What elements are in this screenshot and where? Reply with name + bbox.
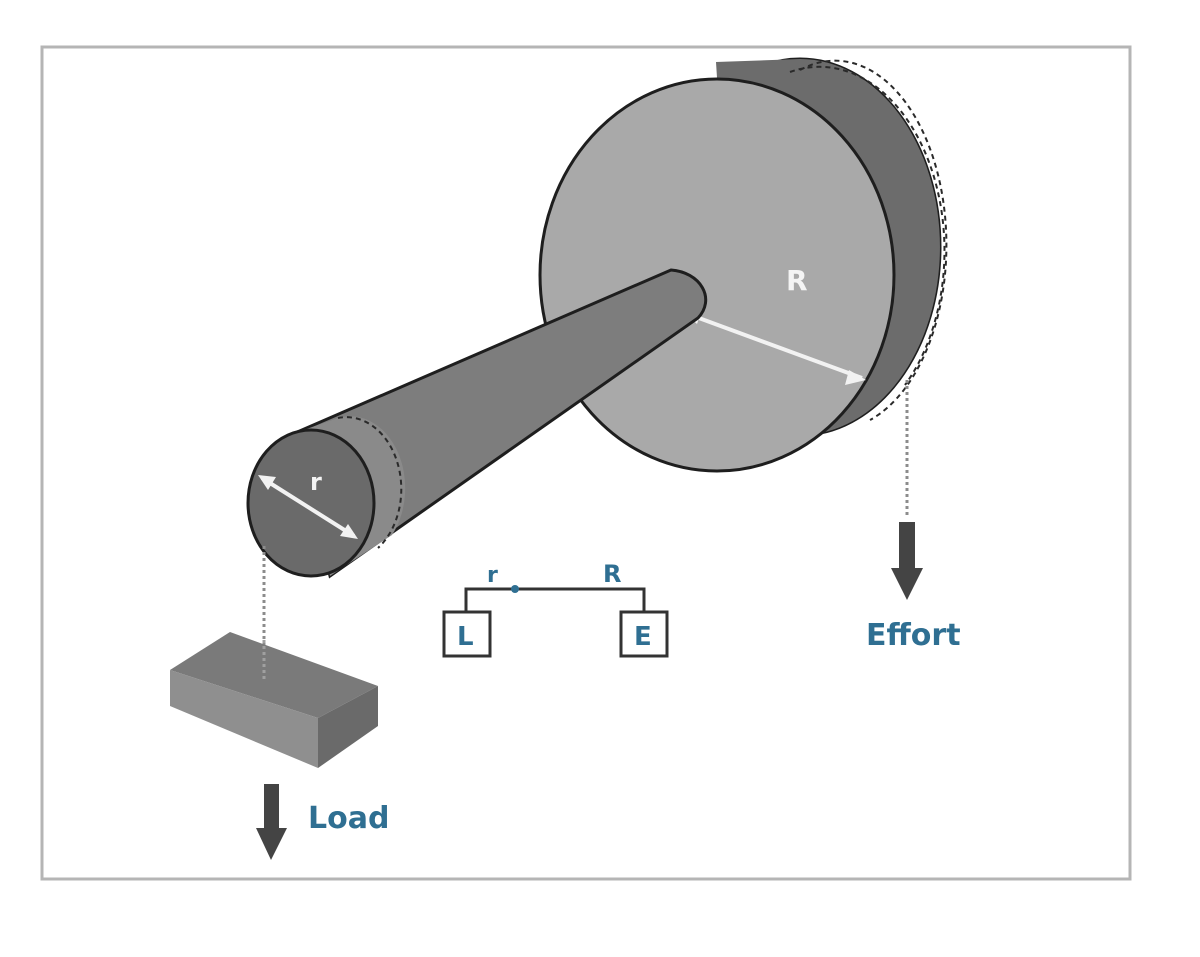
axle-radius-arrowhead-bottom bbox=[340, 524, 358, 539]
lever-load-box bbox=[442, 610, 492, 658]
axle-radius-arrowhead-top bbox=[258, 475, 276, 490]
load-block-front bbox=[170, 670, 318, 768]
axle-end bbox=[246, 428, 376, 578]
load-label: Load bbox=[308, 801, 389, 836]
wheel-radius-label: R bbox=[786, 264, 808, 297]
effort-arrow-shaft bbox=[899, 522, 915, 570]
wheel-radius-arrow bbox=[687, 312, 863, 380]
lever-load-box-label: L bbox=[457, 622, 474, 652]
axle-collar-line bbox=[337, 416, 403, 549]
wheel-rim-groove-1 bbox=[799, 59, 948, 421]
wheel-radius-arrowhead-outer bbox=[845, 370, 866, 385]
wheel: R bbox=[538, 57, 948, 473]
load-group: Load bbox=[170, 546, 389, 860]
effort-label: Effort bbox=[866, 618, 961, 653]
lever-effort-box bbox=[619, 610, 669, 658]
load-block-side bbox=[318, 686, 378, 768]
lever-long-arm-label: R bbox=[603, 560, 621, 588]
load-arrow-head bbox=[256, 828, 287, 860]
effort-arrow-head bbox=[891, 568, 923, 600]
axle-radius-label: r bbox=[310, 468, 322, 496]
axle-radius-arrow bbox=[260, 476, 356, 538]
lever-schematic: r R L E bbox=[442, 560, 669, 658]
lever-short-arm-label: r bbox=[487, 563, 498, 588]
load-block-top bbox=[170, 632, 378, 718]
lever-fulcrum bbox=[511, 585, 519, 593]
wheel-face bbox=[538, 77, 896, 473]
load-arrow-shaft bbox=[264, 784, 279, 830]
lever-beam bbox=[464, 587, 646, 612]
lever-effort-box-label: E bbox=[634, 622, 652, 652]
axle: r bbox=[246, 268, 708, 579]
effort-group: Effort bbox=[866, 380, 961, 653]
